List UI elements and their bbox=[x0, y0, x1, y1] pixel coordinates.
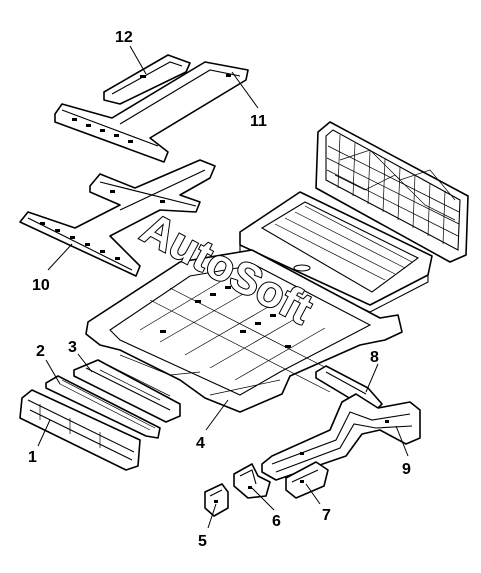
part-2-reinforcement bbox=[45, 375, 161, 439]
callout-4: 4 bbox=[196, 435, 205, 452]
part-5-bracket bbox=[204, 483, 229, 517]
floor-pan bbox=[85, 249, 403, 413]
part-7-bracket bbox=[285, 461, 329, 499]
part-12-reinforcement bbox=[103, 54, 191, 105]
part-6-bracket bbox=[233, 463, 271, 499]
leader-lines bbox=[37, 45, 409, 529]
callout-9: 9 bbox=[402, 461, 411, 478]
callout-10: 10 bbox=[32, 277, 50, 294]
callout-7: 7 bbox=[322, 507, 331, 524]
part-1-front-crossmember bbox=[19, 389, 141, 471]
callout-8: 8 bbox=[370, 349, 379, 366]
part-3-front-panel bbox=[73, 359, 181, 423]
part-9-side-member bbox=[261, 393, 421, 481]
part-10-crossmember bbox=[19, 159, 216, 277]
part-11-crossmember bbox=[54, 61, 249, 163]
callout-5: 5 bbox=[198, 533, 207, 550]
callout-12: 12 bbox=[115, 29, 133, 46]
callout-3: 3 bbox=[68, 339, 77, 356]
callout-labels: 12 11 10 2 3 1 4 8 9 7 6 5 bbox=[28, 29, 411, 550]
seat-back-panel bbox=[315, 121, 469, 263]
callout-1: 1 bbox=[28, 449, 37, 466]
rear-floor-platform bbox=[239, 191, 433, 313]
callout-11: 11 bbox=[250, 113, 267, 130]
callout-6: 6 bbox=[272, 513, 281, 530]
callout-2: 2 bbox=[36, 343, 45, 360]
